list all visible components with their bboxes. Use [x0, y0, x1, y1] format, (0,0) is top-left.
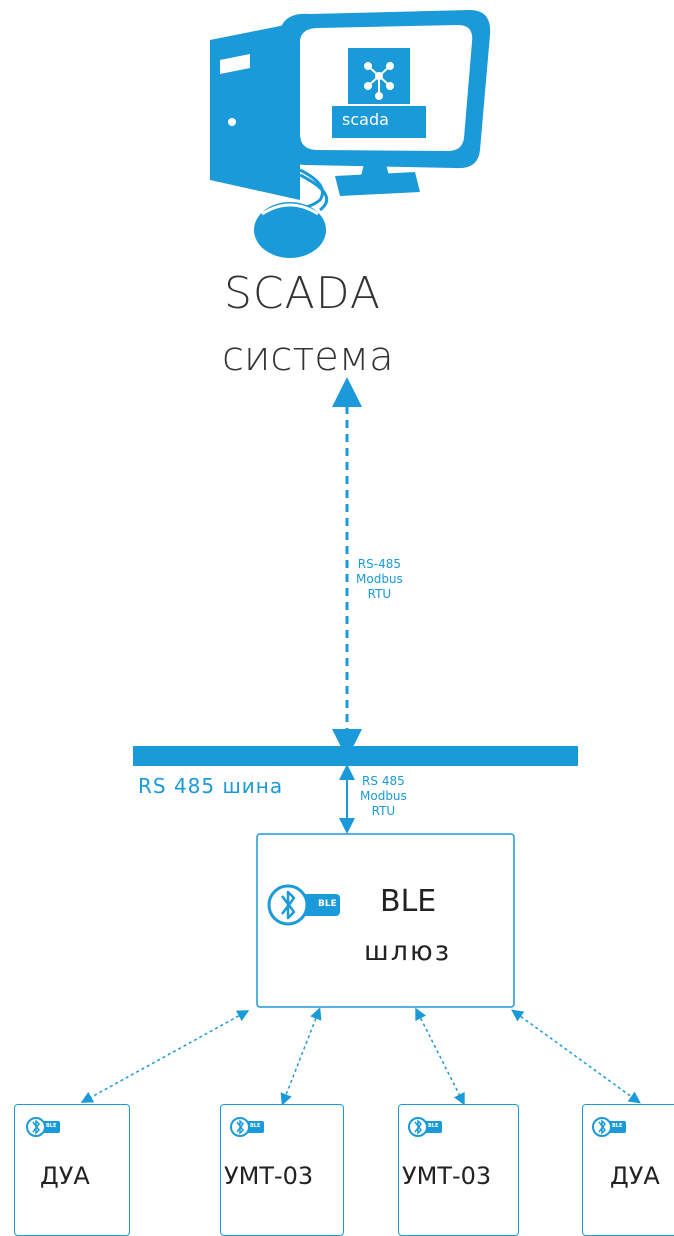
link-top-line-3: RTU — [367, 587, 392, 601]
rs485-bus — [133, 746, 578, 766]
device-4-badge: BLE — [612, 1123, 623, 1129]
scada-logo — [332, 48, 426, 138]
link-bottom-line-2: Modbus — [360, 789, 407, 803]
device-2-label: УМТ-03 — [224, 1162, 314, 1190]
device-2-bluetooth-icon — [230, 1117, 264, 1137]
device-2-badge: BLE — [250, 1123, 261, 1129]
gateway-title: BLE — [380, 884, 437, 919]
link-bottom-line-1: RS 485 — [362, 774, 405, 788]
link-top-line-2: Modbus — [356, 572, 403, 586]
bus-label: RS 485 шина — [138, 774, 284, 798]
device-3-label: УМТ-03 — [402, 1162, 492, 1190]
scada-title: SCADA — [224, 268, 381, 319]
scada-logo-text: scada — [342, 110, 389, 129]
mouse-icon — [254, 168, 329, 258]
gateway-box — [256, 833, 515, 1008]
device-4-bluetooth-icon — [592, 1117, 626, 1137]
scada-subtitle: система — [222, 334, 394, 380]
gateway-bluetooth-icon — [267, 884, 340, 926]
network-icon — [364, 62, 394, 100]
link-top-label: RS-485 Modbus RTU — [356, 557, 403, 602]
gateway-device-link-4 — [511, 1009, 641, 1104]
device-4-label: ДУА — [610, 1162, 660, 1190]
gateway-device-link-1 — [80, 1010, 250, 1103]
device-3-badge: BLE — [428, 1123, 439, 1129]
link-bottom-line-3: RTU — [371, 804, 396, 818]
gateway-device-link-3 — [415, 1007, 465, 1106]
gateway-badge-text: BLE — [318, 899, 337, 909]
link-top-line-1: RS-485 — [357, 557, 401, 571]
device-1-bluetooth-icon — [26, 1117, 60, 1137]
link-bottom-label: RS 485 Modbus RTU — [360, 774, 407, 819]
device-1-badge: BLE — [46, 1123, 57, 1129]
device-1-label: ДУА — [40, 1162, 90, 1190]
pc-tower-icon — [210, 22, 300, 200]
device-3-bluetooth-icon — [408, 1117, 442, 1137]
gateway-subtitle: шлюз — [364, 936, 452, 967]
